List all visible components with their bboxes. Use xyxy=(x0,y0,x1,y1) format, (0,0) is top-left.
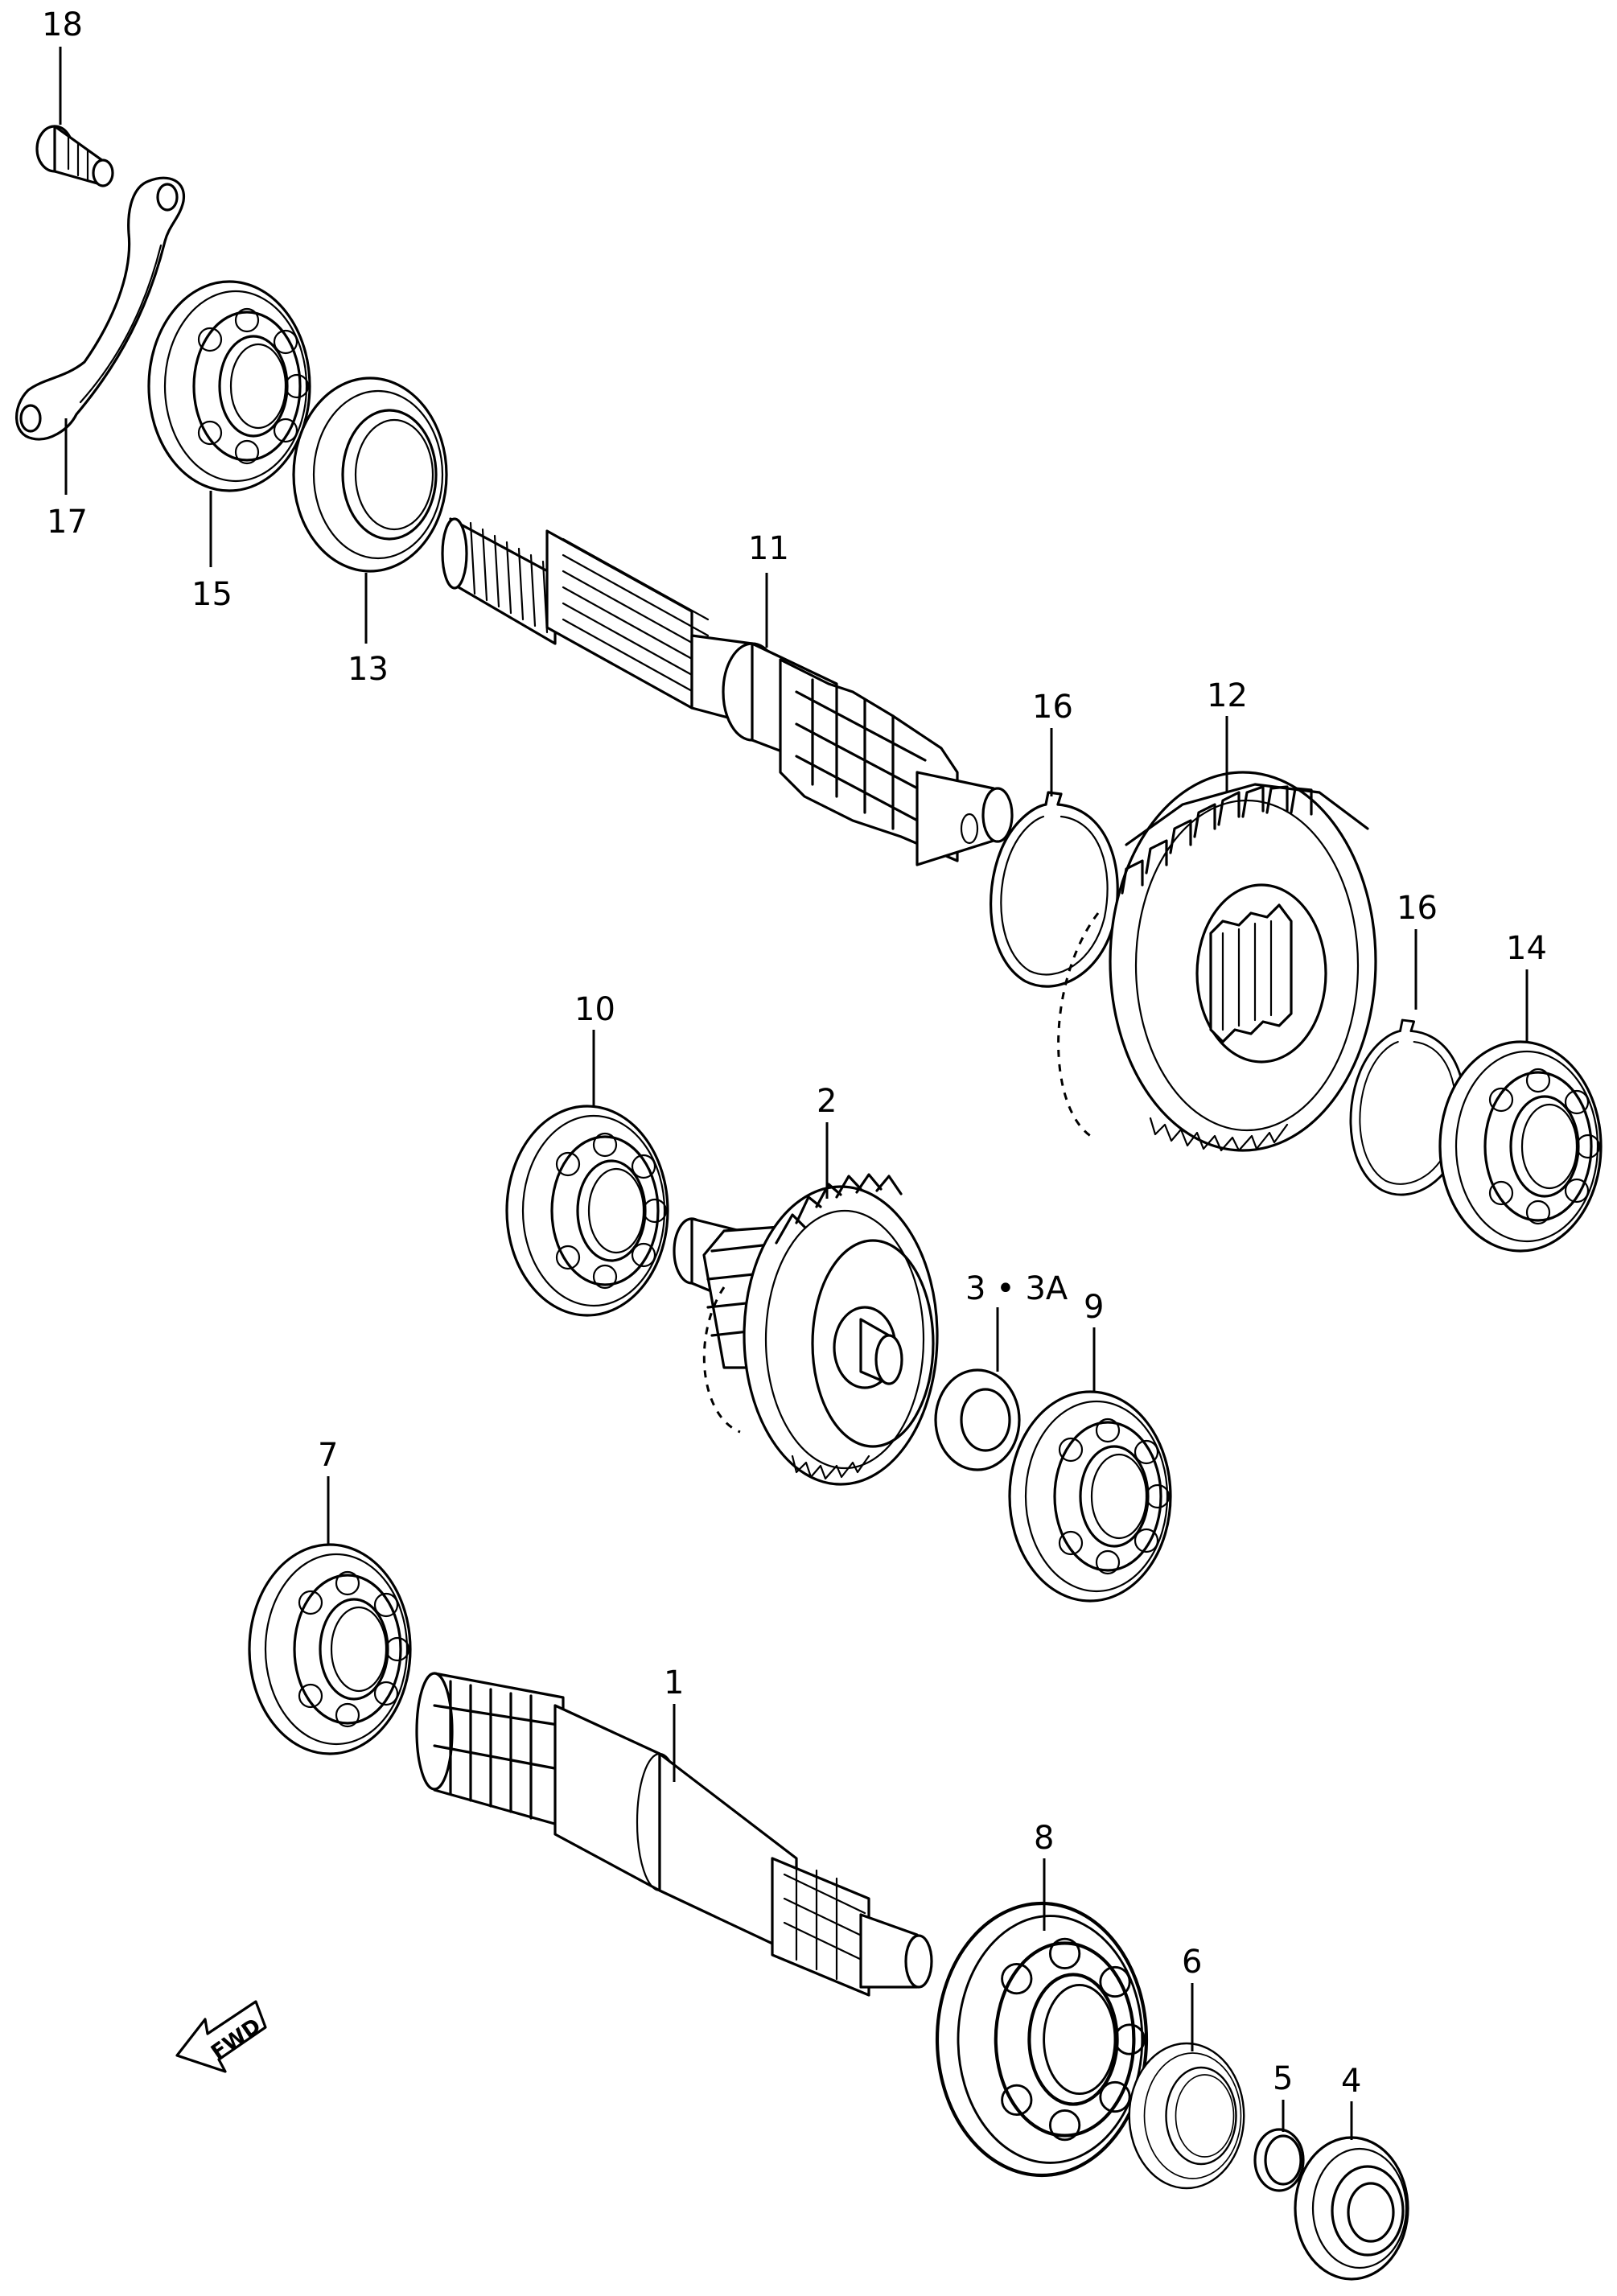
callout-1: 1 xyxy=(664,1664,684,1701)
fwd-direction-marker: FWD xyxy=(175,2000,267,2073)
callout-8: 8 xyxy=(1034,1820,1054,1857)
callout-12: 12 xyxy=(1207,677,1248,714)
part-bearing-4 xyxy=(1294,2136,1409,2281)
part-oil-seal-13 xyxy=(292,376,448,573)
callout-13: 13 xyxy=(348,651,389,688)
callout-17: 17 xyxy=(47,504,88,541)
callout-labels: 18 17 15 13 11 16 12 16 14 10 2 3 • 3A 9… xyxy=(42,6,1547,2100)
callout-18: 18 xyxy=(42,6,83,43)
part-bearing-9 xyxy=(1008,1390,1172,1603)
part-drive-shaft-1 xyxy=(415,1672,933,1997)
part-driven-gear-12 xyxy=(1057,771,1377,1152)
callout-7: 7 xyxy=(318,1437,338,1474)
part-output-shaft xyxy=(441,517,1014,866)
callout-5: 5 xyxy=(1273,2060,1293,2097)
callout-16-lower: 16 xyxy=(1397,890,1438,927)
part-bracket xyxy=(15,176,185,441)
part-oil-seal-6 xyxy=(1128,2042,1245,2190)
part-bearing-8 xyxy=(937,1903,1146,2175)
callout-10: 10 xyxy=(574,991,615,1028)
callout-16-upper: 16 xyxy=(1032,689,1073,726)
part-bearing-15 xyxy=(147,280,311,492)
callout-2: 2 xyxy=(817,1083,837,1120)
callout-6: 6 xyxy=(1182,1944,1202,1981)
callout-3-3a: 3 • 3A xyxy=(965,1270,1068,1307)
part-bearing-14 xyxy=(1438,1040,1603,1253)
callout-15: 15 xyxy=(191,576,232,613)
arrow-left-down-icon xyxy=(175,2000,267,2073)
callout-14: 14 xyxy=(1506,930,1547,967)
callout-4: 4 xyxy=(1341,2063,1361,2100)
callout-11: 11 xyxy=(748,530,789,567)
part-bearing-7 xyxy=(248,1543,412,1755)
part-counter-gear-2 xyxy=(673,1173,939,1486)
part-screw xyxy=(35,125,114,187)
part-bearing-10 xyxy=(505,1105,669,1317)
part-washer-5 xyxy=(1253,2128,1305,2192)
part-washer-3 xyxy=(934,1368,1021,1471)
leader-lines xyxy=(59,47,1529,2140)
callout-9: 9 xyxy=(1084,1289,1104,1326)
